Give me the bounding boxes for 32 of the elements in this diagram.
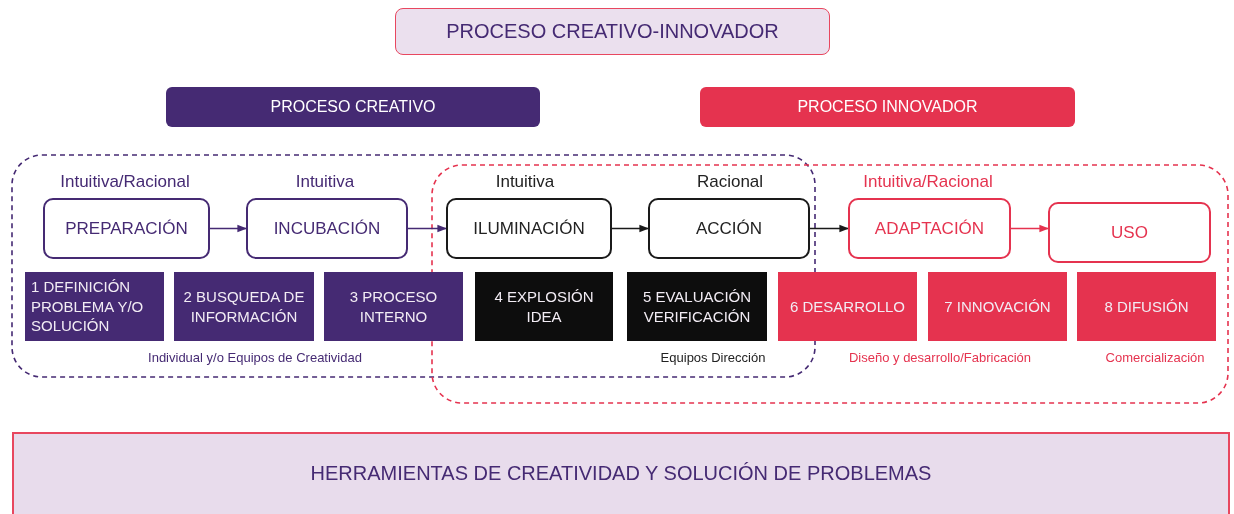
step-heading: Intuitiva: [295, 172, 355, 192]
stage-box: 5 EVALUACIÓN VERIFICACIÓN: [627, 272, 767, 341]
process-box: PREPARACIÓN: [43, 198, 210, 259]
process-banner: PROCESO INNOVADOR: [700, 87, 1075, 127]
arrow: [611, 224, 649, 233]
stage-box: 4 EXPLOSIÓN IDEA: [475, 272, 613, 341]
arrow: [809, 224, 849, 233]
stage-box: 2 BUSQUEDA DE INFORMACIÓN: [174, 272, 314, 341]
process-box: ACCIÓN: [648, 198, 810, 259]
process-banner: PROCESO CREATIVO: [166, 87, 540, 127]
title-box: PROCESO CREATIVO-INNOVADOR: [395, 8, 830, 55]
stage-box: 8 DIFUSIÓN: [1077, 272, 1216, 341]
arrow: [209, 224, 247, 233]
stage-box: 7 INNOVACIÓN: [928, 272, 1067, 341]
group-caption: Comercialización: [1105, 350, 1205, 365]
stage-box: 3 PROCESO INTERNO: [324, 272, 463, 341]
step-heading: Intuitiva: [495, 172, 555, 192]
stage-box: 6 DESARROLLO: [778, 272, 917, 341]
step-heading: Intuitiva/Racional: [60, 172, 190, 192]
process-box: INCUBACIÓN: [246, 198, 408, 259]
tools-panel: HERRAMIENTAS DE CREATIVIDAD Y SOLUCIÓN DE PROBLEMAS: [12, 432, 1230, 514]
process-box: ILUMINACIÓN: [446, 198, 612, 259]
step-heading: Racional: [696, 172, 764, 192]
arrow: [407, 224, 447, 233]
process-box: ADAPTACIÓN: [848, 198, 1011, 259]
process-box: USO: [1048, 202, 1211, 263]
group-caption: Individual y/o Equipos de Creatividad: [148, 350, 362, 365]
arrow: [1010, 224, 1049, 233]
group-caption: Diseño y desarrollo/Fabricación: [848, 350, 1032, 365]
stage-box: 1 DEFINICIÓN PROBLEMA Y/O SOLUCIÓN: [25, 272, 164, 341]
step-heading: Intuitiva/Racional: [863, 172, 993, 192]
group-caption: Equipos Dirección: [660, 350, 766, 365]
